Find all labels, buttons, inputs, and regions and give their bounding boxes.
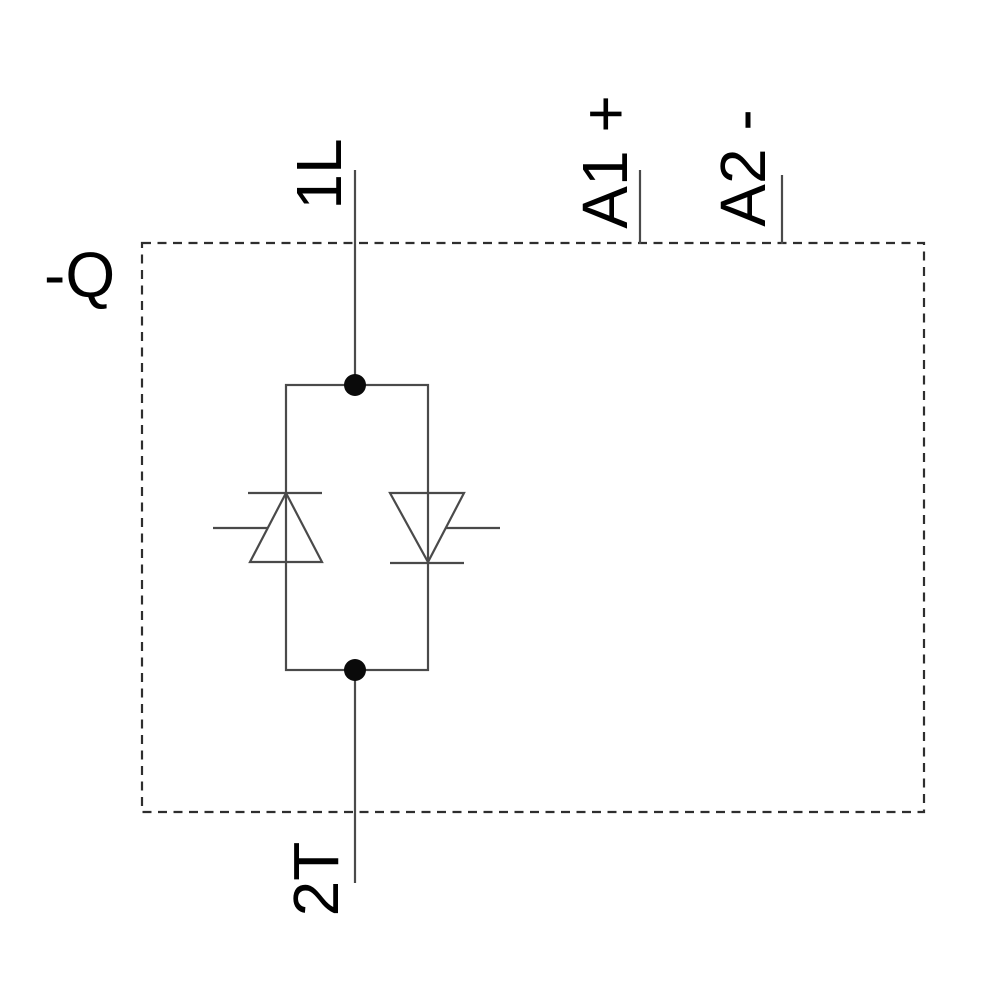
terminal-label-a2-minus: A2 - (707, 109, 779, 227)
switch-block-outline (284, 383, 430, 672)
junction-top (344, 374, 366, 396)
device-enclosure-outline (140, 241, 926, 814)
terminal-label-a1-plus: A1 + (569, 95, 641, 229)
terminal-label-2t: 2T (280, 841, 352, 917)
terminal-label-1l: 1L (283, 138, 355, 210)
junction-bottom (344, 659, 366, 681)
device-designation-label: -Q (44, 239, 116, 311)
